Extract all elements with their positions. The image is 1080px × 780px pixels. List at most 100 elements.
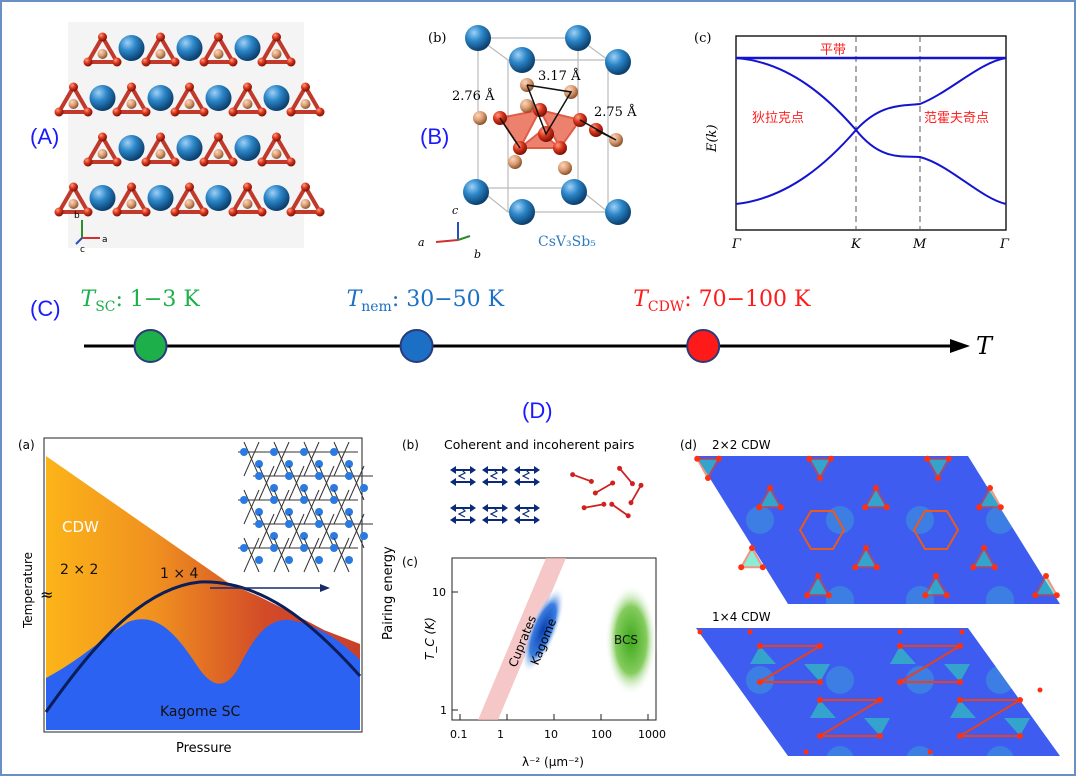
lattice-site — [270, 496, 278, 504]
cs-atom — [176, 35, 203, 61]
lattice-site — [270, 484, 278, 492]
panel-d-a-phase-diagram: (a) CDW 2 × 2 1 × 4 Kagome SC Temperatur… — [18, 437, 373, 756]
kagome-triangle — [287, 83, 324, 114]
lattice-site — [360, 532, 368, 540]
cdw-site — [817, 475, 823, 481]
lattice-site — [345, 508, 353, 516]
cdw-site — [803, 749, 809, 755]
pair-arrowhead — [534, 516, 540, 524]
incoherent-pair-end — [629, 481, 635, 487]
panel-c-band-structure: (c) 平带 狄拉克点 范霍夫奇点 E(k) Γ K M Γ — [694, 31, 1010, 252]
cdw-site — [873, 564, 880, 571]
lattice-site — [300, 532, 308, 540]
cdw-site — [924, 455, 931, 462]
cdw-site — [694, 455, 701, 462]
lattice-site — [255, 460, 263, 468]
tick-m: M — [912, 237, 927, 252]
lattice-site — [330, 484, 338, 492]
kagome-triangle — [229, 83, 266, 114]
kagome-triangle — [229, 183, 266, 214]
lattice-bond — [243, 537, 260, 573]
axis-a-label: a — [102, 235, 108, 245]
temperature-axis-arrow — [950, 339, 970, 353]
cdw-site — [749, 545, 755, 551]
temperature-point-sc — [133, 329, 168, 363]
coherent-pairs — [450, 466, 540, 524]
v-atom — [141, 57, 151, 67]
cdw-triangle — [925, 457, 951, 481]
v-atom — [112, 157, 122, 167]
lattice-site — [315, 556, 323, 564]
pair-arrowhead — [470, 504, 476, 512]
v-atom — [112, 207, 122, 217]
lattice-bond — [273, 537, 290, 573]
cdw-triangle — [971, 545, 997, 569]
lattice-bond — [288, 513, 305, 549]
cdw-zigzag — [756, 645, 824, 683]
panel-b-unit-cell: (B) (b) — [418, 25, 637, 261]
axis-c-label-b: c — [452, 204, 458, 217]
pair-arrowhead — [470, 466, 476, 474]
kagome-triangle — [84, 133, 121, 164]
sb-atom — [155, 149, 166, 159]
pair-arrowhead — [450, 504, 456, 512]
cs-atom — [234, 35, 261, 61]
lattice-bond — [303, 489, 320, 525]
cdw-site — [877, 697, 883, 703]
lattice-site — [330, 532, 338, 540]
sb-atom — [155, 49, 166, 59]
v-atom — [214, 32, 223, 42]
x-tick-label: 1000 — [638, 728, 666, 741]
sb-atom — [242, 99, 253, 109]
cdw-triangle — [750, 646, 776, 664]
v-atom — [301, 182, 310, 192]
distance-label-2: 2.76 Å — [452, 88, 495, 104]
lattice-site — [270, 448, 278, 456]
axis-b-label-b: b — [474, 248, 481, 261]
lattice-bond — [273, 441, 290, 477]
v-atom — [199, 107, 209, 117]
panel-a-crystal: (A) b a c — [30, 22, 325, 255]
cdw-triangle — [804, 664, 830, 682]
cs-atom — [234, 135, 261, 161]
pair-arrowhead — [534, 504, 540, 512]
temperature-label-nem: Tnem: 30−50 K — [347, 287, 505, 315]
lattice-site — [270, 544, 278, 552]
pair-arrowhead — [450, 466, 456, 474]
cdw-1x4-label: 1×4 CDW — [712, 610, 771, 624]
cdw-label: CDW — [62, 518, 99, 536]
phase-boundary — [44, 580, 362, 713]
distance-markers-b — [499, 84, 617, 149]
axes-b: c a b — [418, 204, 481, 261]
cdw-triangle — [805, 573, 831, 597]
c14-label: 1 × 4 — [160, 566, 199, 582]
tick-k: K — [850, 237, 862, 252]
sb-atom — [68, 199, 79, 209]
cdw-site — [1037, 687, 1043, 693]
sb-atom — [271, 49, 282, 59]
tick-gamma-1: Γ — [731, 237, 742, 252]
y-tick-label: 1 — [440, 704, 447, 717]
cdw-site — [777, 504, 784, 511]
cuprates-band — [478, 558, 566, 720]
cs-atom — [147, 185, 174, 211]
incoherent-pair-end — [617, 465, 623, 471]
lattice-bond — [258, 513, 275, 549]
cdw-site — [997, 504, 1004, 511]
kagome-triangle — [200, 133, 237, 164]
incoherent-pair-end — [610, 480, 616, 486]
v-atom — [54, 107, 64, 117]
cdw-site — [957, 643, 963, 649]
v-atom — [199, 157, 209, 167]
cdw-site — [927, 749, 933, 755]
cdw-triangle — [695, 457, 721, 481]
axis-c-label: c — [80, 245, 85, 255]
v-atom — [315, 207, 325, 217]
lattice-site — [345, 472, 353, 480]
lattice-site — [240, 496, 248, 504]
incoherent-pair-end — [638, 482, 644, 488]
v-atom — [272, 132, 281, 142]
sb-atom — [126, 99, 137, 109]
pair-spring — [521, 469, 531, 480]
